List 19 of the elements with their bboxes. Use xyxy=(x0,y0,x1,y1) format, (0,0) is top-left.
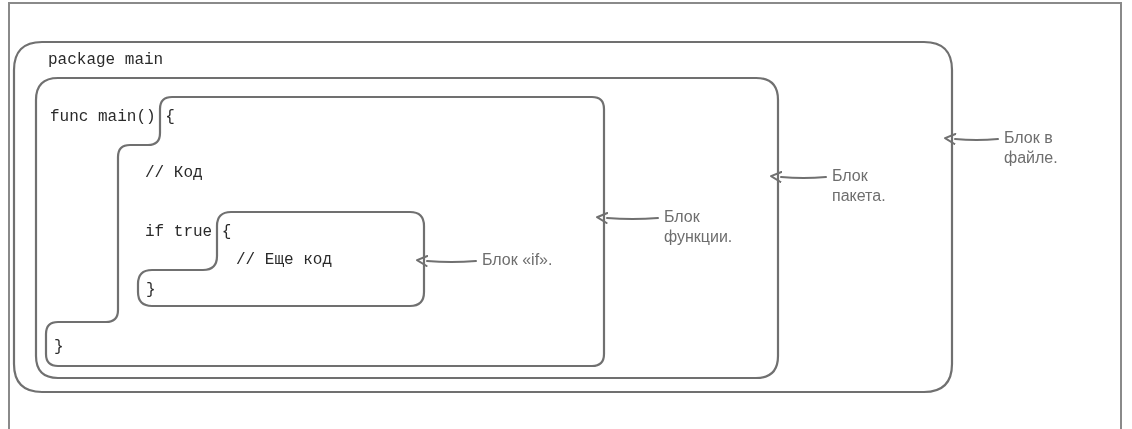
code-block-outline xyxy=(14,42,952,392)
code-line: } xyxy=(146,280,156,300)
arrow xyxy=(770,171,827,183)
arrow xyxy=(416,255,477,267)
code-line: // Еще код xyxy=(236,250,332,270)
code-block-outline xyxy=(36,78,778,378)
callout-text: Блок пакета. xyxy=(832,166,887,206)
arrow xyxy=(596,212,659,224)
code-line: if true { xyxy=(145,222,232,242)
code-line: // Код xyxy=(145,163,203,183)
code-line: package main xyxy=(48,50,164,70)
callout-text: Блок в файле. xyxy=(1004,128,1059,168)
code-block-outline xyxy=(138,212,424,306)
code-line: } xyxy=(54,337,64,357)
callout-text: Блок «if». xyxy=(482,250,554,270)
callout-text: Блок функции. xyxy=(664,207,734,247)
code-line: func main() { xyxy=(50,107,175,127)
arrow xyxy=(944,133,999,145)
code-block-outline xyxy=(46,97,604,366)
